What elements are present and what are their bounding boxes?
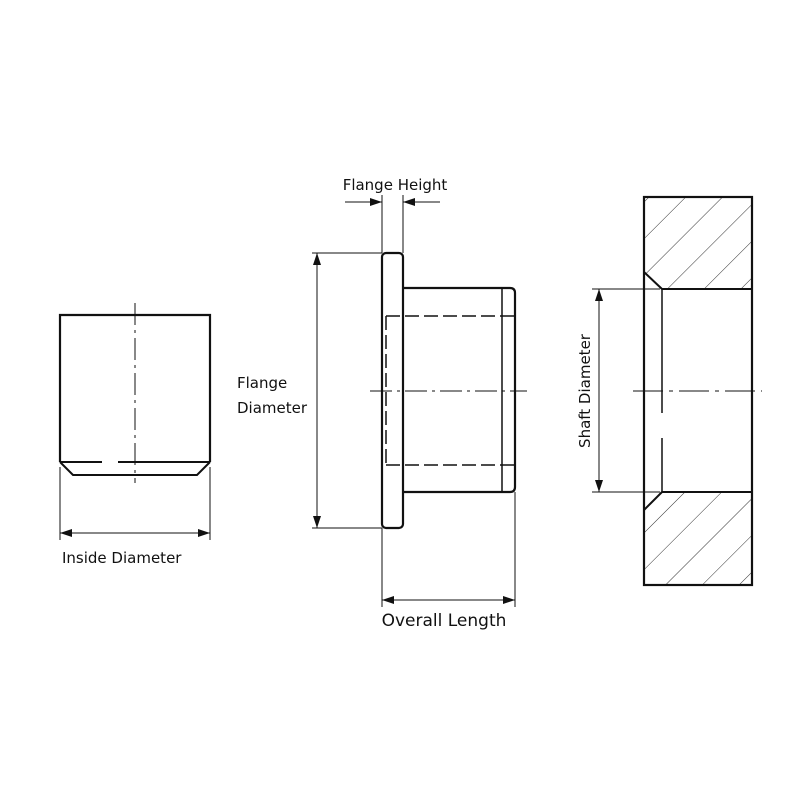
flange-diameter-label-line1: Flange bbox=[237, 374, 287, 392]
flange-height-label: Flange Height bbox=[343, 176, 448, 194]
bushing-section-view bbox=[592, 195, 762, 587]
shaft-diameter-label: Shaft Diameter bbox=[576, 333, 594, 448]
sleeve-side-view bbox=[58, 303, 212, 540]
flanged-bushing-side-view bbox=[312, 195, 527, 607]
flange-diameter-label-line2: Diameter bbox=[237, 399, 308, 417]
inside-diameter-label: Inside Diameter bbox=[62, 549, 182, 567]
overall-length-label: Overall Length bbox=[382, 611, 507, 631]
